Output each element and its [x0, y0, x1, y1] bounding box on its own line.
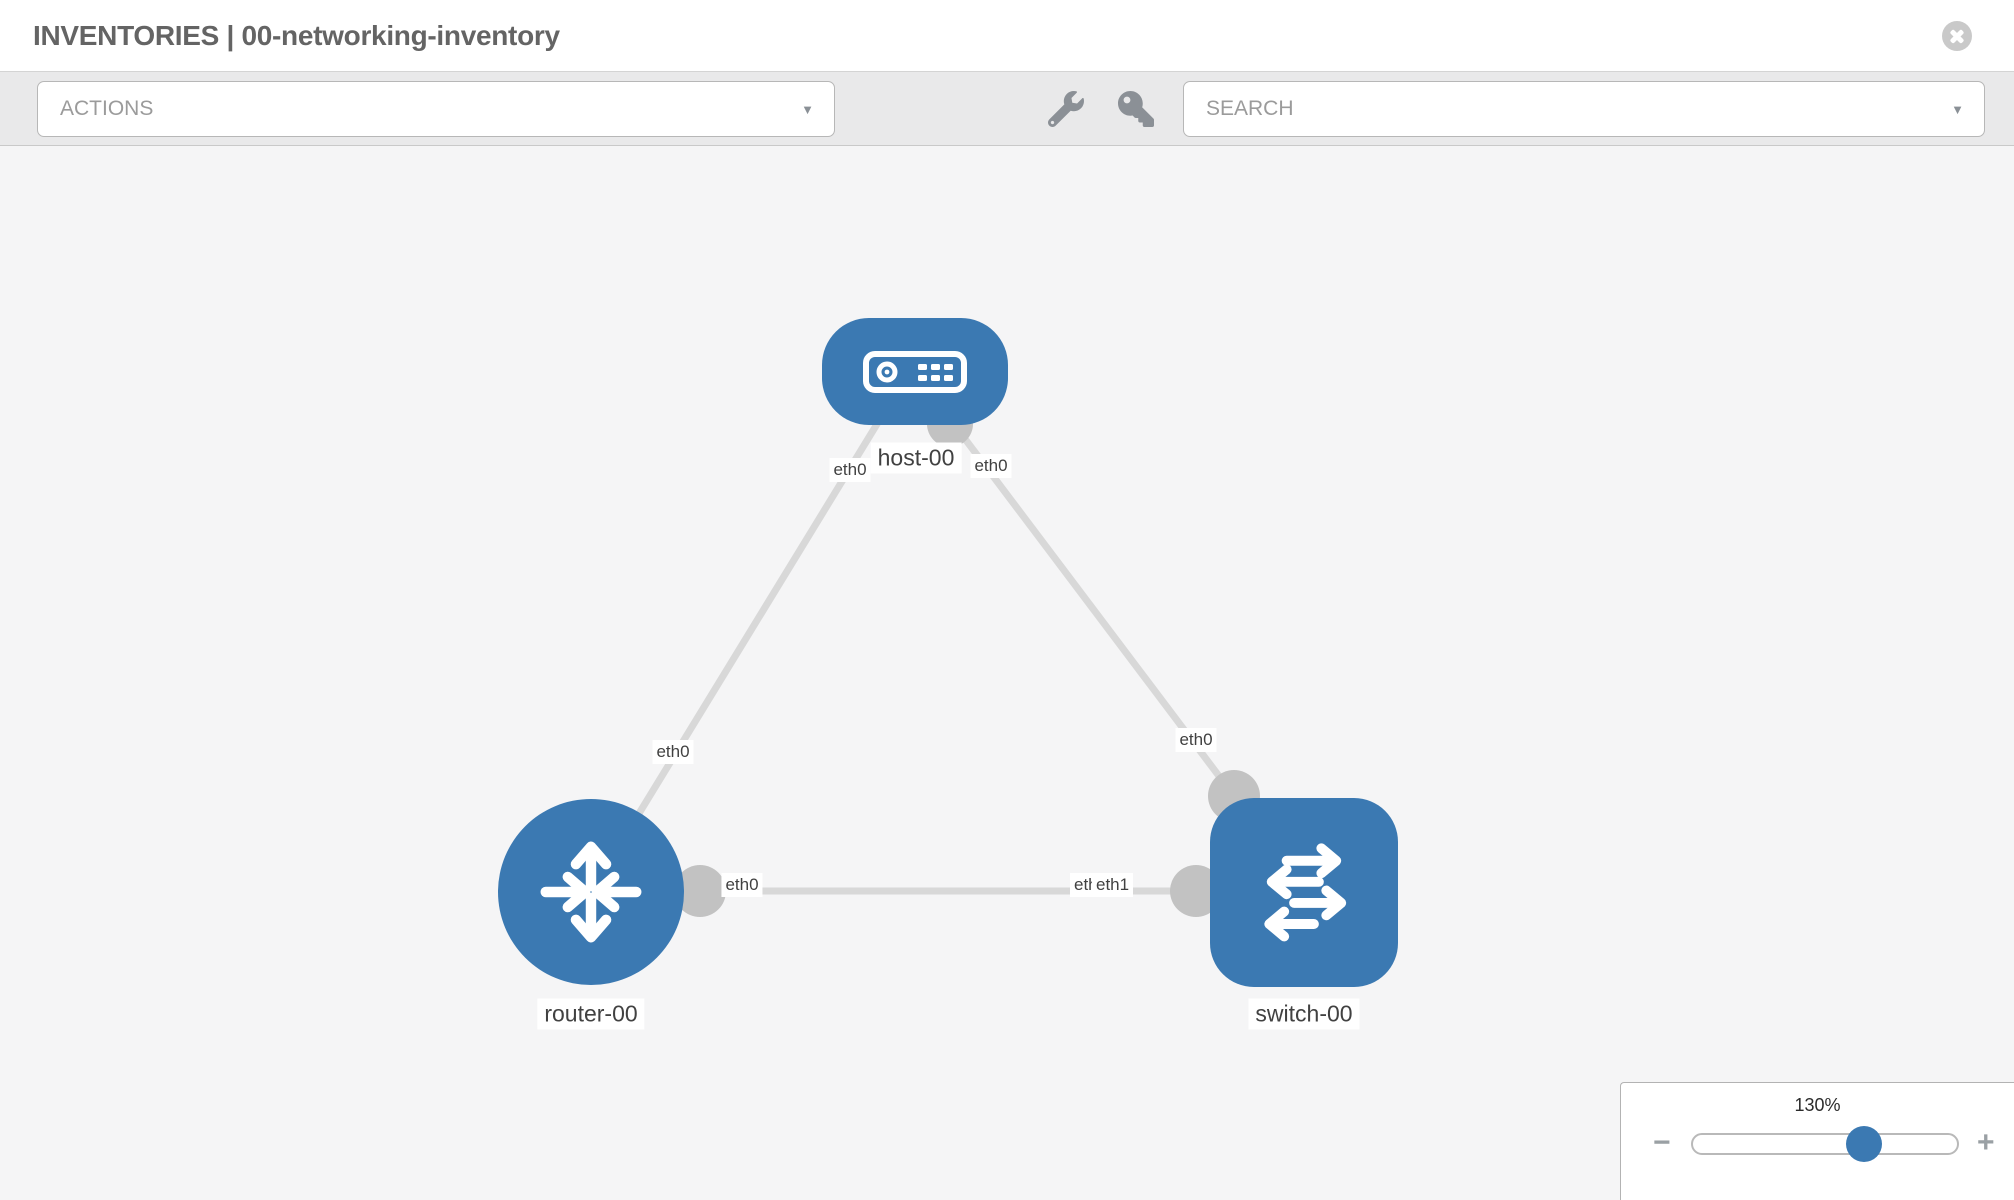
actions-dropdown[interactable]: ACTIONS ▼	[37, 81, 835, 137]
zoom-out-button[interactable]: −	[1653, 1126, 1671, 1159]
zoom-slider-track[interactable]	[1691, 1133, 1959, 1155]
node-label-switch-00: switch-00	[1248, 998, 1360, 1030]
interface-label: eth0	[829, 458, 871, 482]
wrench-icon[interactable]	[1047, 91, 1084, 128]
interface-connector[interactable]	[674, 865, 726, 917]
switch-arrows-icon	[1264, 842, 1347, 941]
interface-label: eth0	[721, 873, 763, 897]
header: INVENTORIES | 00-networking-inventory	[0, 0, 2014, 72]
search-dropdown[interactable]: SEARCH ▼	[1183, 81, 1985, 137]
node-host-00[interactable]	[822, 318, 1008, 425]
zoom-slider-thumb[interactable]	[1846, 1126, 1882, 1162]
node-label-host-00: host-00	[870, 442, 962, 474]
close-icon[interactable]	[1942, 21, 1972, 51]
interface-label: eth0	[652, 740, 694, 764]
page-title: INVENTORIES | 00-networking-inventory	[33, 19, 560, 51]
search-dropdown-label: SEARCH	[1206, 97, 1294, 120]
node-label-router-00: router-00	[537, 998, 645, 1030]
server-icon	[863, 350, 967, 393]
chevron-down-icon: ▼	[1951, 101, 1964, 117]
router-arrows-icon	[540, 841, 642, 943]
links-layer	[588, 401, 1304, 917]
link-router-host[interactable]	[588, 409, 888, 894]
actions-dropdown-label: ACTIONS	[60, 97, 154, 120]
interface-label: eth1	[1092, 873, 1134, 897]
interface-connector[interactable]	[1170, 865, 1222, 917]
interface-label-clipped: eth0	[1070, 873, 1096, 897]
interface-label: eth0	[1175, 728, 1217, 752]
node-router-00[interactable]	[498, 799, 684, 985]
zoom-control-panel: 130% − +	[1620, 1082, 2014, 1200]
key-icon[interactable]	[1118, 91, 1154, 127]
topology-canvas[interactable]: eth0 eth0 eth0 eth0 eth0 eth0 eth1 host-…	[0, 146, 2014, 1200]
zoom-in-button[interactable]: +	[1977, 1126, 1995, 1159]
toolbar: ACTIONS ▼ SEARCH ▼	[0, 72, 2014, 146]
chevron-down-icon: ▼	[801, 101, 814, 117]
zoom-level-value: 130%	[1794, 1095, 1841, 1115]
node-switch-00[interactable]	[1210, 798, 1398, 987]
interface-label: eth0	[970, 454, 1012, 478]
